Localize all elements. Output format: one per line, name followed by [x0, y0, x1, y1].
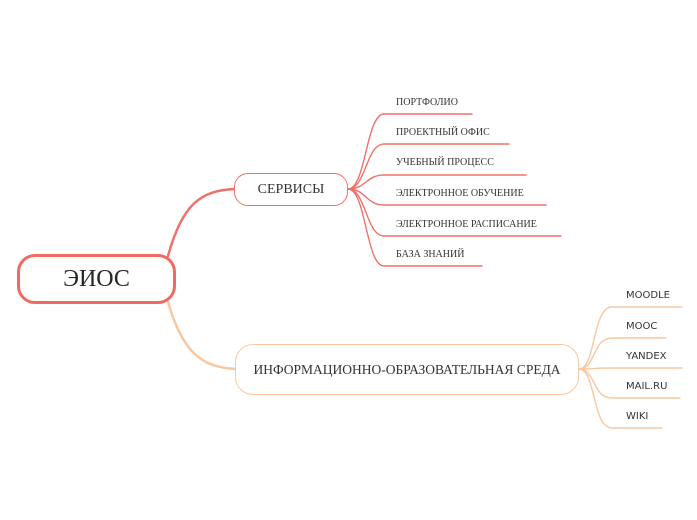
- central-topic-eios[interactable]: ЭИОС: [17, 254, 176, 304]
- leaf-e-learning[interactable]: ЭЛЕКТРОННОЕ ОБУЧЕНИЕ: [396, 188, 524, 199]
- edge-ios-leaf-2: [578, 367, 683, 370]
- edge-services-leaf-5: [347, 188, 483, 267]
- edge-services-leaf-1: [347, 143, 510, 190]
- branch-services-label: СЕРВИСЫ: [257, 181, 325, 197]
- leaf-yandex[interactable]: YANDEX: [626, 351, 667, 362]
- edge-services-leaf-2: [347, 174, 527, 190]
- leaf-project-office[interactable]: ПРОЕКТНЫЙ ОФИС: [396, 127, 490, 138]
- branch-information-educational-environment[interactable]: ИНФОРМАЦИОННО-ОБРАЗОВАТЕЛЬНАЯ СРЕДА: [235, 344, 579, 395]
- leaf-study-process[interactable]: УЧЕБНЫЙ ПРОЦЕСС: [396, 157, 494, 168]
- leaf-e-schedule[interactable]: ЭЛЕКТРОННОЕ РАСПИСАНИЕ: [396, 219, 537, 230]
- edge-root-ios: [166, 300, 239, 371]
- leaf-mail-ru[interactable]: MAIL.RU: [626, 381, 668, 392]
- leaf-wiki[interactable]: WIKI: [626, 411, 649, 422]
- edge-ios-leaf-4: [578, 368, 663, 429]
- edge-root-services: [166, 187, 238, 258]
- branch-services[interactable]: СЕРВИСЫ: [234, 173, 348, 206]
- edge-services-leaf-0: [347, 113, 473, 190]
- leaf-moodle[interactable]: MOODLE: [626, 290, 670, 301]
- central-topic-label: ЭИОС: [63, 265, 130, 292]
- edge-ios-leaf-3: [578, 368, 681, 399]
- edge-ios-leaf-0: [578, 306, 683, 370]
- branch-ios-label: ИНФОРМАЦИОННО-ОБРАЗОВАТЕЛЬНАЯ СРЕДА: [253, 362, 561, 377]
- edge-ios-leaf-1: [578, 337, 667, 370]
- edge-services-leaf-3: [347, 188, 547, 206]
- leaf-portfolio[interactable]: ПОРТФОЛИО: [396, 97, 458, 108]
- leaf-knowledge-base[interactable]: БАЗА ЗНАНИЙ: [396, 249, 465, 260]
- leaf-mooc[interactable]: MOOC: [626, 321, 658, 332]
